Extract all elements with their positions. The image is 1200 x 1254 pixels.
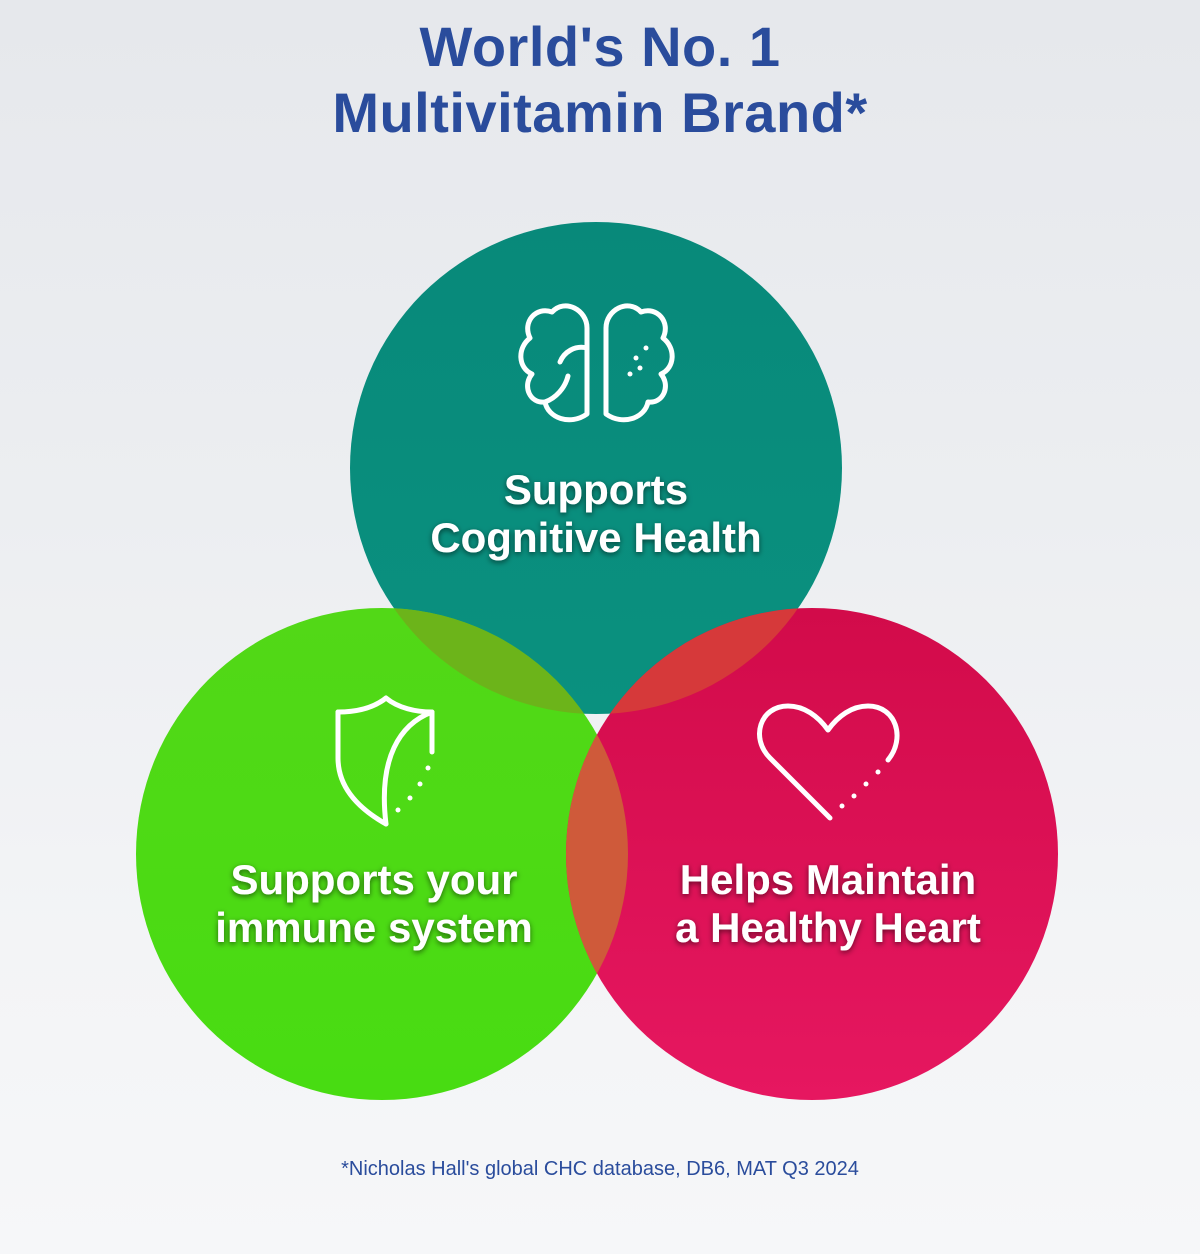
footnote: *Nicholas Hall's global CHC database, DB… [341, 1158, 859, 1180]
headline-line-2: Multivitamin Brand* [332, 81, 868, 144]
brain-icon [518, 303, 675, 423]
immune-label-line-2: immune system [215, 904, 532, 951]
heart-icon [757, 703, 900, 821]
heart-label-line-1: Helps Maintain [680, 856, 976, 903]
circle-cognitive [350, 222, 842, 714]
headline: World's No. 1 Multivitamin Brand* [0, 14, 1200, 146]
cognitive-label-line-1: Supports [504, 466, 688, 513]
circle-heart [566, 608, 1058, 1100]
shield-icon [335, 695, 435, 827]
immune-label-line-1: Supports your [230, 856, 517, 903]
circle-immune [136, 608, 628, 1100]
headline-line-1: World's No. 1 [419, 15, 781, 78]
cognitive-label-line-2: Cognitive Health [430, 514, 761, 561]
heart-label-line-2: a Healthy Heart [675, 904, 981, 951]
